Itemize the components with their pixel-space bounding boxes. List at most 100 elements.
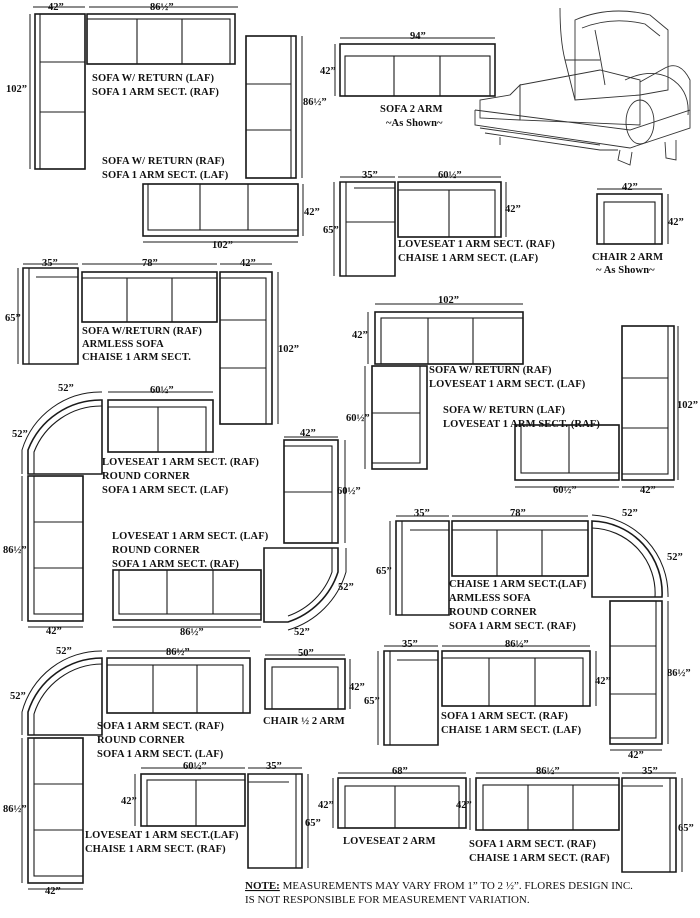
dim-52: 52” (12, 429, 28, 440)
label-line: CHAIR 2 ARM (592, 252, 663, 263)
dim-52: 52” (10, 691, 26, 702)
config-sofa-2-arm: 94” 42” SOFA 2 ARM ~As Shown~ (320, 31, 496, 129)
config-loveseat-round-sofa-2: 42” 60½” 52” 86½” 52” LOVESEAT 1 ARM SEC… (112, 428, 361, 638)
dim-86: 86½” (150, 2, 174, 13)
dim-35: 35” (266, 761, 282, 772)
dim-52: 52” (622, 508, 638, 519)
label-line: SOFA W/RETURN (RAF) (82, 326, 202, 337)
dim-42: 42” (48, 2, 64, 13)
dim-65: 65” (5, 313, 21, 324)
dim-68: 68” (392, 766, 408, 777)
label-line: CHAISE 1 ARM SECT. (82, 352, 191, 363)
dim-60: 60½” (438, 170, 462, 181)
dim-65: 65” (376, 566, 392, 577)
config-sofa-return-laf: 42” 86½” 102” SOFA W/ RETURN (LAF) SOFA … (6, 2, 238, 170)
dim-42: 42” (318, 800, 334, 811)
config-sofa-return-armless: 35” 78” 42” 65” 102” SOFA W/RETURN (RAF)… (5, 258, 299, 425)
dim-60: 60½” (346, 413, 370, 424)
config-sofa-chaise-2: 86½” 35” 42” 65” SOFA 1 ARM SECT. (RAF) … (456, 766, 694, 873)
dim-42: 42” (304, 207, 320, 218)
label-line: ROUND CORNER (102, 471, 190, 482)
dim-65: 65” (323, 225, 339, 236)
label-line: LOVESEAT 1 ARM SECT. (LAF) (112, 531, 269, 542)
label-line: SOFA 1 ARM SECT. (RAF) (112, 559, 239, 570)
label-line: ARMLESS SOFA (82, 339, 164, 350)
dim-60: 60½” (150, 385, 174, 396)
label-line: SOFA 1 ARM SECT. (LAF) (97, 749, 224, 760)
label-line: LOVESEAT 1 ARM SECT. (RAF) (443, 419, 600, 430)
dim-42: 42” (352, 330, 368, 341)
dim-42: 42” (349, 682, 365, 693)
label-line: CHAISE 1 ARM SECT.(LAF) (449, 579, 587, 590)
dim-102: 102” (278, 344, 299, 355)
label-line: SOFA 1 ARM SECT. (RAF) (469, 839, 596, 850)
dim-35: 35” (362, 170, 378, 181)
dim-52: 52” (338, 582, 354, 593)
label-line: ARMLESS SOFA (449, 593, 531, 604)
config-sofa-round-sofa: 52” 86½” 52” 86½” 42” SOFA 1 ARM SECT. (… (3, 646, 251, 897)
config-loveseat-chaise: 35” 60½” 65” 42” LOVESEAT 1 ARM SECT. (R… (323, 170, 555, 277)
dim-35: 35” (42, 258, 58, 269)
label-line: CHAISE 1 ARM SECT. (RAF) (469, 853, 610, 864)
label-line: SOFA 1 ARM SECT. (RAF) (449, 621, 576, 632)
dim-42: 42” (456, 800, 472, 811)
dim-86: 86½” (180, 627, 204, 638)
label-line: SOFA 2 ARM (380, 104, 443, 115)
dim-65: 65” (678, 823, 694, 834)
config-chair-2-arm: 42” 42” CHAIR 2 ARM ~ As Shown~ (592, 182, 684, 276)
config-chair-half-2-arm: 50” 42” CHAIR ½ 2 ARM (263, 648, 365, 727)
dim-78: 78” (142, 258, 158, 269)
dim-35: 35” (414, 508, 430, 519)
label-line: CHAIR ½ 2 ARM (263, 716, 345, 727)
label-line: CHAISE 1 ARM SECT. (LAF) (441, 725, 582, 736)
dim-35: 35” (402, 639, 418, 650)
dim-42: 42” (622, 182, 638, 193)
dim-50: 50” (298, 648, 314, 659)
dim-86: 86½” (3, 545, 27, 556)
note-text: NOTE: MEASUREMENTS MAY VARY FROM 1” TO 2… (245, 880, 633, 892)
dim-42: 42” (640, 485, 656, 496)
dim-102: 102” (212, 240, 233, 251)
label-line: SOFA W/ RETURN (RAF) (429, 365, 552, 376)
dim-42: 42” (240, 258, 256, 269)
label-line: ~As Shown~ (386, 118, 443, 129)
dim-42: 42” (121, 796, 137, 807)
label-line: LOVESEAT 1 ARM SECT. (RAF) (398, 239, 555, 250)
dim-60: 60½” (337, 486, 361, 497)
label-line: CHAISE 1 ARM SECT. (LAF) (398, 253, 539, 264)
dim-65: 65” (305, 818, 321, 829)
dim-102: 102” (438, 295, 459, 306)
label-line: SOFA W/ RETURN (LAF) (443, 405, 565, 416)
dim-86: 86½” (3, 804, 27, 815)
dim-78: 78” (510, 508, 526, 519)
config-loveseat-chaise-2: 60½” 35” 42” 65” LOVESEAT 1 ARM SECT.(LA… (85, 761, 321, 869)
dim-102: 102” (6, 84, 27, 95)
label-line: LOVESEAT 1 ARM SECT. (RAF) (102, 457, 259, 468)
dim-35: 35” (642, 766, 658, 777)
label-line: SOFA 1 ARM SECT. (LAF) (102, 485, 229, 496)
dim-42: 42” (628, 750, 644, 761)
note-line-1: MEASUREMENTS MAY VARY FROM 1” TO 2 ½”. F… (280, 880, 633, 892)
dim-42: 42” (45, 886, 61, 897)
dim-42: 42” (300, 428, 316, 439)
dim-42: 42” (320, 66, 336, 77)
label-line: CHAISE 1 ARM SECT. (RAF) (85, 844, 226, 855)
measurement-note: NOTE: MEASUREMENTS MAY VARY FROM 1” TO 2… (245, 880, 633, 906)
label-line: SOFA W/ RETURN (RAF) (102, 156, 225, 167)
dim-52: 52” (58, 383, 74, 394)
dim-42: 42” (595, 676, 611, 687)
config-sofa-return-raf: 86½” SOFA W/ RETURN (RAF) SOFA 1 ARM SEC… (102, 35, 327, 251)
label-line: LOVESEAT 1 ARM SECT. (LAF) (429, 379, 586, 390)
dim-102: 102” (677, 400, 698, 411)
config-loveseat-2-arm: 68” 42” LOVESEAT 2 ARM (318, 766, 467, 847)
dim-86: 86½” (303, 97, 327, 108)
chair-illustration (474, 7, 691, 166)
label-line: ~ As Shown~ (596, 265, 655, 276)
dim-52: 52” (56, 646, 72, 657)
dim-94: 94” (410, 31, 426, 42)
dim-52: 52” (667, 552, 683, 563)
dim-86: 86½” (505, 639, 529, 650)
label-line: ROUND CORNER (112, 545, 200, 556)
dim-65: 65” (364, 696, 380, 707)
